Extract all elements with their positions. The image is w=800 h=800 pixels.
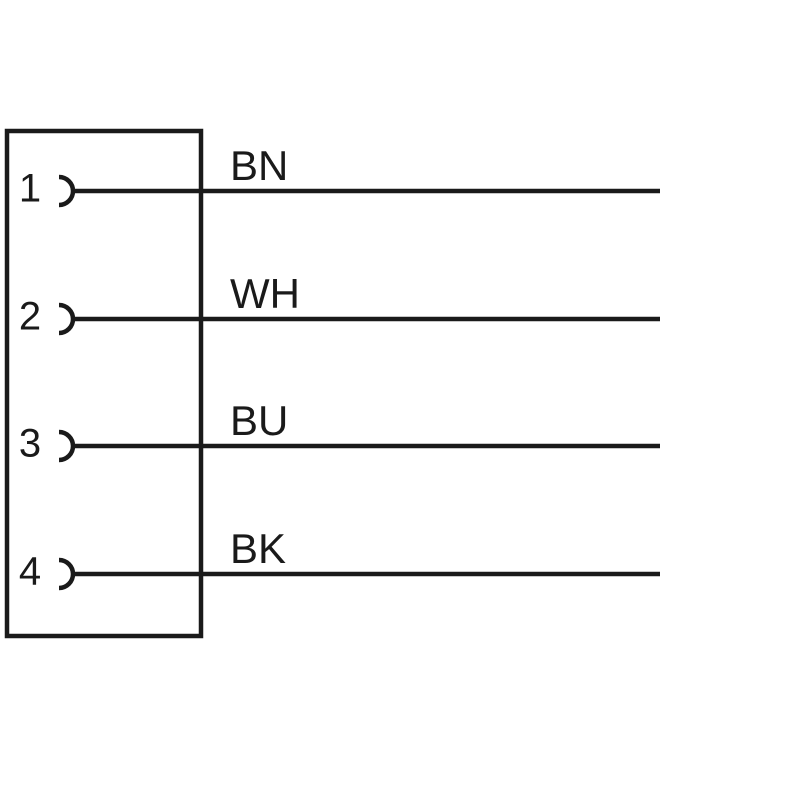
pin-row-2: 2 WH — [19, 270, 660, 339]
pin-number-2: 2 — [19, 295, 41, 339]
socket-contact-icon-1 — [58, 174, 76, 208]
pin-number-3: 3 — [19, 422, 41, 466]
pin-row-4: 4 BK — [19, 525, 660, 594]
wire-label-4: BK — [230, 525, 286, 572]
socket-contact-icon-2 — [58, 302, 76, 336]
pin-row-3: 3 BU — [19, 397, 660, 466]
wire-label-3: BU — [230, 397, 288, 444]
pin-row-1: 1 BN — [19, 142, 660, 211]
connector-body-outline — [4, 128, 204, 639]
wire-label-1: BN — [230, 142, 288, 189]
wire-label-2: WH — [230, 270, 300, 317]
socket-contact-icon-4 — [58, 557, 76, 591]
pin-number-4: 4 — [19, 550, 41, 594]
pin-number-1: 1 — [19, 167, 41, 211]
socket-contact-icon-3 — [58, 429, 76, 463]
